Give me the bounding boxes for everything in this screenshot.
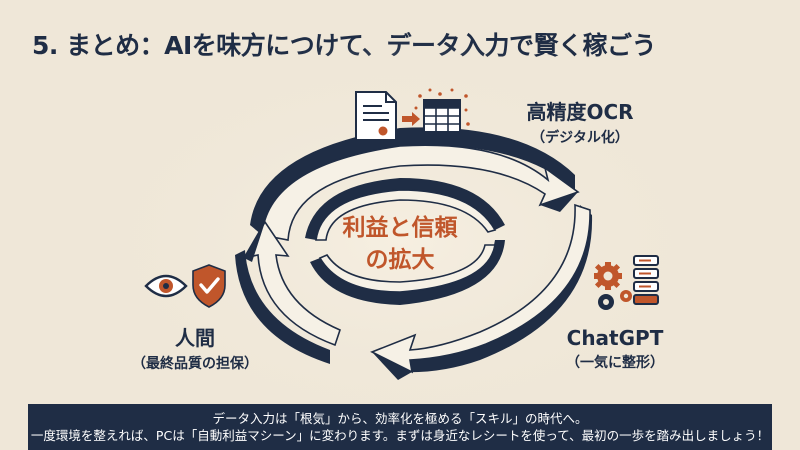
node-human: 人間 （最終品質の担保） [110,322,280,373]
eye-icon [144,274,188,298]
arrow-right-icon [402,112,420,126]
node-ocr-label: 高精度OCR [526,100,634,124]
node-human-sub: （最終品質の担保） [132,356,258,372]
banner-line-2: 一度環境を整えれば、PCは「自動利益マシーン」に変わります。まずは身近なレシート… [30,428,770,443]
banner-line-1: データ入力は「根気」から、効率化を極める「スキル」の時代へ。 [212,411,588,426]
summary-banner: データ入力は「根気」から、効率化を極める「スキル」の時代へ。 一度環境を整えれば… [28,404,772,450]
node-chatgpt: ChatGPT （一気に整形） [545,326,685,372]
center-line-1: 利益と信頼 [342,215,458,241]
center-label: 利益と信頼 の拡大 [305,212,495,276]
node-chatgpt-sub: （一気に整形） [566,355,664,371]
document-icon [355,91,397,141]
gears-icon [594,262,632,310]
center-line-2: の拡大 [365,247,435,273]
node-human-label: 人間 [175,326,215,350]
shield-check-icon [192,264,226,308]
sparkle-dots [414,88,470,126]
cycle-arrowheads [244,192,578,380]
node-chatgpt-label: ChatGPT [566,326,664,350]
node-ocr: 高精度OCR （デジタル化） [500,96,660,147]
database-icon [633,255,659,305]
spreadsheet-icon [423,99,461,133]
node-ocr-sub: （デジタル化） [531,130,629,146]
